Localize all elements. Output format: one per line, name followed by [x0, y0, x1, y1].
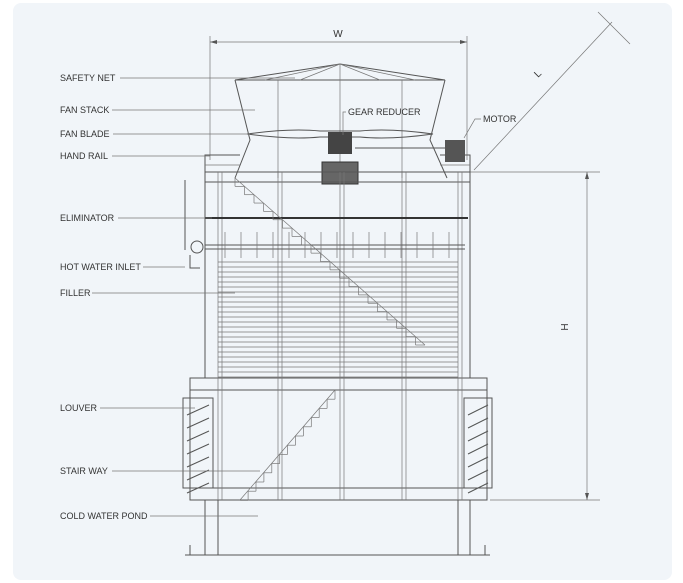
drawing-line [467, 430, 489, 442]
structural-columns [217, 172, 463, 500]
filler [218, 261, 458, 378]
height-dimension: H [470, 171, 600, 501]
label-fan-blade: FAN BLADE [60, 129, 110, 139]
callouts: SAFETY NET FAN STACK FAN BLADE HAND RAIL… [60, 73, 517, 521]
width-dimension: W [209, 29, 468, 160]
fan-stack [234, 63, 448, 179]
label-filler: FILLER [60, 288, 91, 298]
hot-water-inlet [184, 180, 465, 269]
drawing-line [467, 456, 489, 468]
tower-casing [185, 171, 490, 556]
drawing-line [467, 404, 489, 416]
label-fan-stack: FAN STACK [60, 105, 109, 115]
label-gear-reducer: GEAR REDUCER [348, 107, 421, 117]
length-dimension: L [473, 11, 631, 171]
label-motor: MOTOR [483, 114, 517, 124]
label-eliminator: ELIMINATOR [60, 213, 115, 223]
drawing-line [186, 417, 210, 429]
drawing-line [467, 482, 489, 494]
motor [445, 140, 465, 162]
diagram-card [13, 3, 672, 580]
label-safety-net: SAFETY NET [60, 73, 116, 83]
drawing-line [186, 469, 210, 481]
drawing-line [186, 404, 210, 416]
label-louver: LOUVER [60, 403, 98, 413]
drawing-line [186, 482, 210, 494]
label-cold-water-pond: COLD WATER POND [60, 511, 148, 521]
width-label: W [333, 29, 343, 40]
gear-reducer [328, 132, 352, 154]
drawing-line [186, 456, 210, 468]
hand-rail [204, 154, 471, 178]
stair-way [234, 177, 426, 501]
drawing-line [186, 443, 210, 455]
label-stair-way: STAIR WAY [60, 466, 108, 476]
drawing-line [467, 469, 489, 481]
height-label: H [560, 323, 571, 330]
length-label: L [532, 68, 544, 80]
label-hand-rail: HAND RAIL [60, 151, 108, 161]
louver-left [182, 397, 214, 494]
fan-blade [246, 129, 434, 139]
drawing-line [467, 443, 489, 455]
louver-right [463, 397, 493, 494]
drawing-line [186, 430, 210, 442]
drawing-line [467, 417, 489, 429]
label-hot-water-inlet: HOT WATER INLET [60, 262, 141, 272]
